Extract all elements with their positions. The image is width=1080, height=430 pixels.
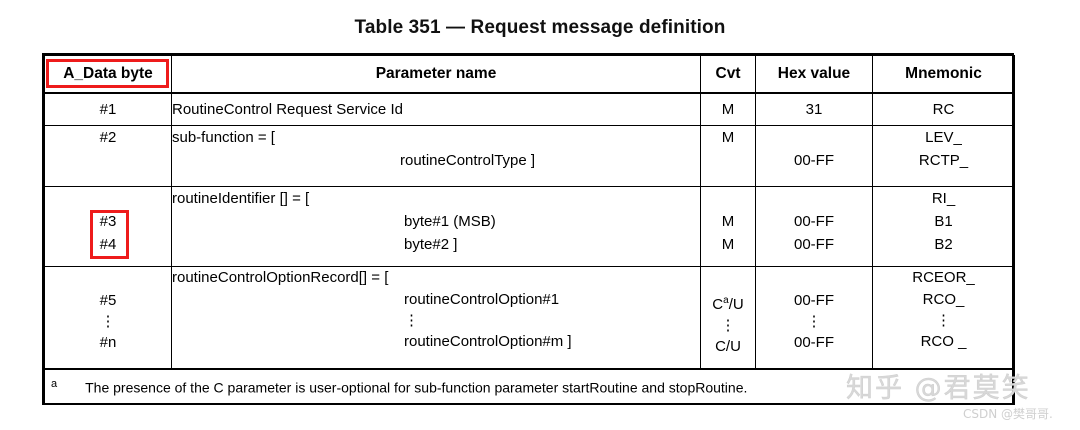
- cell-mnemonic: RI_ B1 B2: [872, 186, 1015, 267]
- cell-line-spacer: [756, 126, 872, 149]
- column-header-hex-value: Hex value: [755, 55, 873, 94]
- cell-data-byte: #5 ⋮ #n: [44, 266, 172, 370]
- cell-line-spacer: [701, 187, 755, 210]
- cell-hex-value: 00-FF: [755, 125, 873, 187]
- cell-parameter-name: routineControlOptionRecord[] = [ routine…: [171, 266, 701, 370]
- cell-cvt: M M: [700, 186, 756, 267]
- cell-line-ellipsis: ⋮: [404, 312, 419, 329]
- cell-line: 00-FF: [793, 236, 834, 253]
- cell-line: 00-FF: [793, 213, 834, 230]
- cell-line: B2: [934, 236, 953, 253]
- cell-parameter-name: routineIdentifier [] = [ byte#1 (MSB) by…: [171, 186, 701, 267]
- cell-line: M: [721, 213, 735, 230]
- footnote-cell: a The presence of the C parameter is user…: [44, 368, 1015, 405]
- footnote-text: The presence of the C parameter is user-…: [85, 379, 748, 396]
- table-row: #3 #4 routineIdentifier [] = [ byte#1 (M…: [44, 186, 1015, 267]
- cell-line-ellipsis: ⋮: [806, 313, 822, 330]
- cell-line-spacer: [45, 267, 171, 290]
- column-header-cvt: Cvt: [700, 55, 756, 94]
- table-row: #5 ⋮ #n routineControlOptionRecord[] = […: [44, 266, 1015, 370]
- cell-mnemonic: RC: [872, 92, 1015, 126]
- column-header-parameter-name: Parameter name: [171, 55, 701, 94]
- cell-hex-value: 31: [755, 92, 873, 126]
- footnote-ref-a: a: [723, 295, 729, 306]
- cell-line-spacer: [756, 187, 872, 210]
- cell-line-ellipsis: ⋮: [936, 312, 951, 329]
- cell-line: RCO _: [920, 333, 967, 350]
- table-footnote-row: a The presence of the C parameter is user…: [44, 368, 1015, 405]
- cell-data-byte: #2: [44, 125, 172, 187]
- cell-line: 00-FF: [793, 334, 834, 351]
- cell-line: RCTP_: [918, 152, 969, 169]
- cell-line: RCEOR_: [912, 269, 975, 286]
- cell-line-cvt-conditional: Ca/U: [701, 290, 755, 316]
- cell-line: #2: [99, 129, 117, 146]
- table-row: #1 RoutineControl Request Service Id M 3…: [44, 92, 1015, 126]
- cell-parameter-name: sub-function = [ routineControlType ]: [171, 125, 701, 187]
- cell-line: routineControlOptionRecord[] = [: [172, 269, 389, 286]
- table-caption: Table 351 — Request message definition: [354, 17, 726, 38]
- cell-line: #4: [99, 236, 117, 253]
- cell-parameter-name: RoutineControl Request Service Id: [171, 92, 701, 126]
- footnote-marker: a: [51, 378, 58, 391]
- cell-line: RCO_: [922, 291, 965, 308]
- cell-line: 00-FF: [793, 292, 834, 309]
- cell-data-byte: #3 #4: [44, 186, 172, 267]
- cell-line-spacer: [701, 267, 755, 290]
- cell-line: M: [721, 236, 735, 253]
- cell-hex-value: 00-FF ⋮ 00-FF: [755, 266, 873, 370]
- cell-line-spacer: [756, 267, 872, 290]
- cell-line: routineIdentifier [] = [: [172, 190, 310, 207]
- cell-mnemonic: LEV_ RCTP_: [872, 125, 1015, 187]
- column-header-data-byte: A_Data byte: [44, 55, 172, 94]
- table-row: #2 sub-function = [ routineControlType ]…: [44, 125, 1015, 187]
- table-header-row: A_Data byte Parameter name Cvt Hex value…: [44, 55, 1015, 94]
- column-header-mnemonic: Mnemonic: [872, 55, 1015, 94]
- cell-line: #3: [99, 213, 117, 230]
- cell-line: B1: [934, 213, 953, 230]
- cell-line: #n: [99, 334, 117, 351]
- cell-hex-value: 00-FF 00-FF: [755, 186, 873, 267]
- cell-line-ellipsis: ⋮: [100, 313, 116, 330]
- cell-line: #5: [99, 292, 117, 309]
- cell-line: 00-FF: [793, 152, 834, 169]
- cell-cvt: M: [700, 125, 756, 187]
- zhihu-watermark: 知乎 @君莫笑: [846, 373, 1031, 405]
- cell-line: M: [721, 129, 735, 146]
- cell-cvt: M: [700, 92, 756, 126]
- cvt-u-suffix: /U: [728, 296, 744, 313]
- cvt-c-letter: C: [712, 296, 724, 313]
- cell-line: RI_: [931, 190, 956, 207]
- cell-line: LEV_: [925, 129, 962, 146]
- request-message-definition-table: A_Data byte Parameter name Cvt Hex value…: [42, 53, 1015, 405]
- cell-line-spacer: [45, 187, 171, 210]
- cell-line: byte#2 ]: [404, 236, 458, 253]
- cell-mnemonic: RCEOR_ RCO_ ⋮ RCO _: [872, 266, 1015, 370]
- cell-line: byte#1 (MSB): [404, 213, 496, 230]
- cell-line: sub-function = [: [172, 129, 275, 146]
- csdn-watermark: CSDN @樊哥哥.: [963, 407, 1053, 421]
- cell-line-ellipsis: ⋮: [720, 317, 736, 334]
- cell-data-byte: #1: [44, 92, 172, 126]
- cell-line: routineControlOption#m ]: [404, 333, 572, 350]
- cell-cvt: Ca/U ⋮ C/U: [700, 266, 756, 370]
- cell-line: C/U: [715, 338, 741, 355]
- cell-line: routineControlOption#1: [404, 291, 560, 308]
- cell-line: routineControlType ]: [400, 152, 536, 169]
